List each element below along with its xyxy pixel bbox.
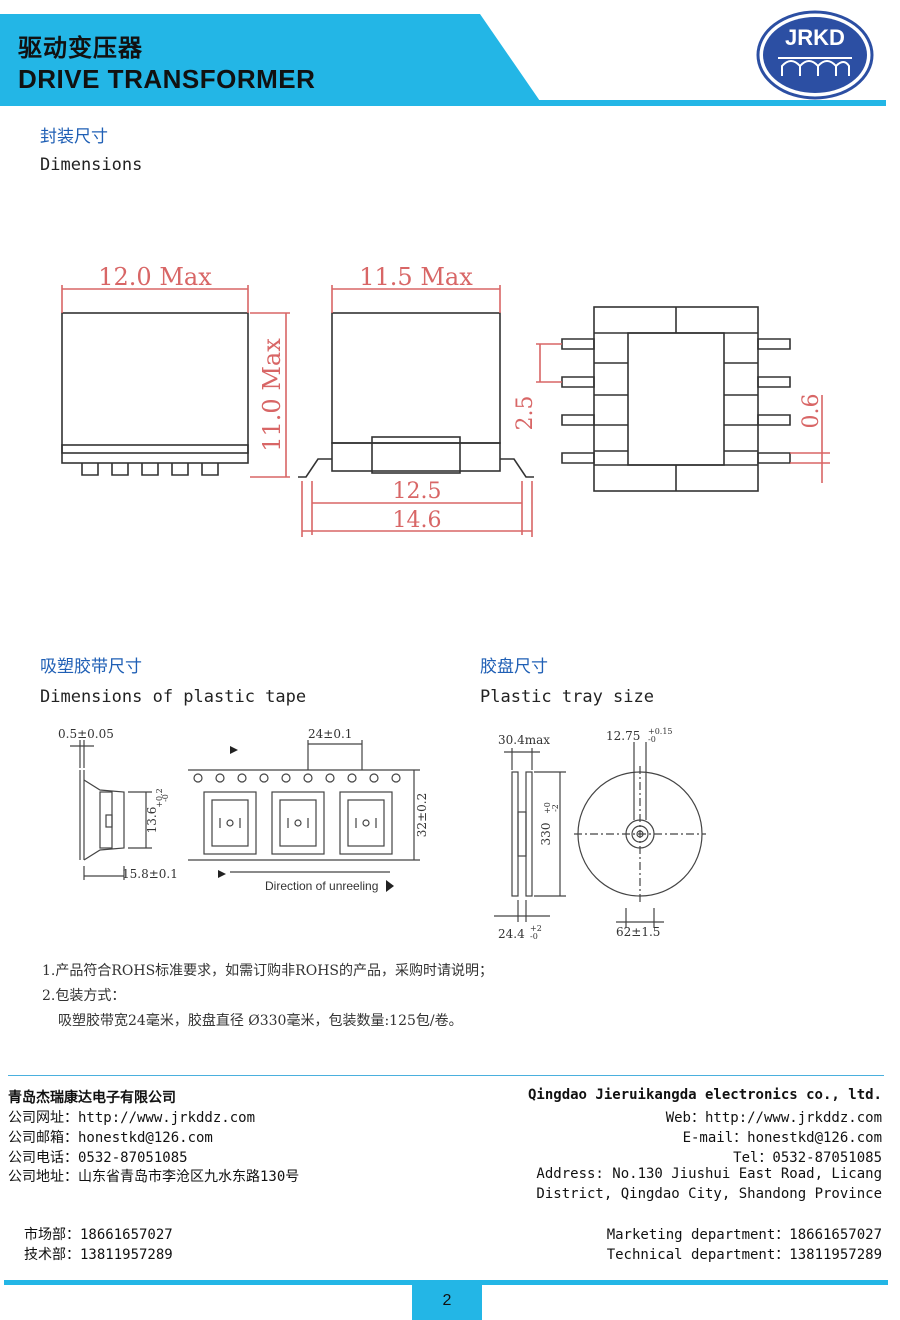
page-title-cn: 驱动变压器 [18,34,143,62]
page-title-en: DRIVE TRANSFORMER [18,64,316,94]
label-tray-inner-width-tol-plus: +2 [530,924,542,933]
footer-address-en-1: Address: No.130 Jiushui East Road, Lican… [536,1166,882,1182]
label-tape-pitch: 24±0.1 [308,727,352,741]
label-pocket-depth: 15.8±0.1 [122,867,178,881]
label-tray-inner-width-tol-minus: -0 [530,932,538,941]
footer-marketing-en: Marketing department：18661657027 [606,1227,882,1243]
note-packing-detail: 吸塑胶带宽24毫米，胶盘直径 Ø330毫米，包装数量:125包/卷。 [58,1013,463,1029]
footer-phone-cn: 公司电话：0532-87051085 [8,1150,188,1166]
footer-address-cn: 公司地址：山东省青岛市李沧区九水东路130号 [8,1169,300,1185]
footer-email-en: E-mail：honestkd@126.com [682,1130,882,1146]
label-pocket-height: 13.6 [145,807,159,834]
label-height-max: 11.0 Max [258,338,286,452]
label-pocket-height-tol-plus: +0.2 [155,788,164,807]
footer-company-cn: 青岛杰瑞康达电子有限公司 [8,1090,176,1106]
footer-website-en: Web：http://www.jrkddz.com [665,1110,882,1126]
label-pitch: 2.5 [513,396,538,431]
label-tray-hub-tol-minus: -0 [648,735,656,744]
note-rohs: 1.产品符合ROHS标准要求，如需订购非ROHS的产品，采购时请说明； [42,963,493,979]
note-packing-title: 2.包装方式： [42,988,126,1004]
label-tray-core: 62±1.5 [616,925,660,939]
label-pocket-height-tol-minus: -0 [161,794,170,802]
footer-phone-en: Tel：0532-87051085 [733,1150,882,1166]
label-inner-width: 12.5 [393,479,442,504]
footer-marketing-cn: 市场部：18661657027 [24,1227,173,1243]
logo-text: JRKD [785,25,845,50]
side-view-body [331,312,501,444]
header-band [0,14,886,106]
label-tray-diameter: 330 [539,823,553,846]
footer-address-en-2: District, Qingdao City, Shandong Provinc… [536,1186,882,1202]
label-tape-width: 32±0.2 [415,793,429,837]
label-depth-max: 11.5 Max [359,263,473,291]
footer-website-cn: 公司网址：http://www.jrkddz.com [8,1110,256,1126]
label-tray-diameter-tol-plus: +0 [543,802,552,814]
tape-heading-cn: 吸塑胶带尺寸 [40,657,142,677]
label-tray-hub-tol-plus: +0.15 [648,727,673,736]
tape-heading-en: Dimensions of plastic tape [40,687,307,707]
page-number: 2 [412,1284,482,1320]
company-logo: JRKD [756,10,874,100]
footer-company-en: Qingdao Jieruikangda electronics co., lt… [527,1087,882,1103]
footer-bar [4,1280,888,1285]
package-dimension-drawing: 12.0 Max 11.5 Max 11.0 Max 12.5 14.6 2.5… [61,263,830,537]
footer-separator [8,1075,884,1076]
label-direction-of-unreeling: Direction of unreeling [265,879,378,893]
label-tray-inner-width: 24.4 [498,927,525,941]
tray-heading-cn: 胶盘尺寸 [480,657,548,677]
label-outer-width: 14.6 [393,508,442,533]
label-tray-diameter-tol-minus: -2 [551,804,560,812]
plastic-tape-drawing: 0.5±0.05 24±0.1 13.6 +0.2 -0 32±0.2 15.8… [58,727,429,893]
label-tape-thickness: 0.5±0.05 [58,727,114,741]
footer-technical-en: Technical department：13811957289 [606,1247,882,1263]
tray-heading-en: Plastic tray size [480,687,654,707]
dimensions-heading-cn: 封装尺寸 [40,127,108,147]
dimensions-heading-en: Dimensions [40,155,143,175]
footer-technical-cn: 技术部：13811957289 [24,1247,173,1263]
label-tray-hub: 12.75 [606,729,640,743]
plastic-tray-drawing: 30.4max 12.75 +0.15 -0 330 +0 -2 24.4 +2… [494,727,706,941]
bottom-view-body [593,306,759,492]
label-tray-width-max: 30.4max [498,733,550,747]
front-view-body [61,312,249,454]
footer-email-cn: 公司邮箱：honestkd@126.com [8,1130,213,1146]
label-width-max: 12.0 Max [98,263,212,291]
label-pin-width: 0.6 [799,394,824,429]
